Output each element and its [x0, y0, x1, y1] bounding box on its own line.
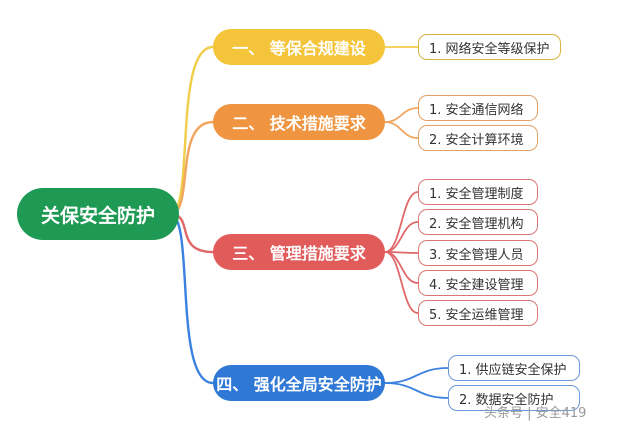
- branch-leaf-line-3-1: [384, 191, 419, 253]
- branch-leaf-line-3-5: [384, 251, 419, 314]
- leaf-node[interactable]: 2. 安全计算环境: [418, 125, 538, 151]
- root-branch-line-1: [168, 45, 215, 216]
- leaf-label: 1. 网络安全等级保护: [429, 41, 550, 57]
- leaf-node[interactable]: 2. 数据安全防护: [448, 385, 580, 411]
- leaf-node[interactable]: 1. 供应链安全保护: [448, 355, 580, 381]
- leaf-label: 1. 安全通信网络: [429, 102, 524, 118]
- branch-label: 三、 管理措施要求: [232, 244, 366, 263]
- leaf-label: 2. 安全管理机构: [429, 216, 524, 232]
- leaf-label: 5. 安全运维管理: [429, 307, 524, 323]
- branch-node-3[interactable]: 三、 管理措施要求: [213, 234, 385, 270]
- branch-leaf-line-2-1: [384, 107, 419, 123]
- watermark: 头条号 | 安全419: [484, 402, 586, 421]
- root-label: 关保安全防护: [40, 204, 155, 227]
- root-branch-line-4: [168, 212, 215, 385]
- branch-leaf-line-4-1: [384, 367, 449, 384]
- leaf-node[interactable]: 1. 网络安全等级保护: [418, 34, 561, 60]
- branch-label: 四、 强化全局安全防护: [216, 375, 382, 394]
- leaf-label: 1. 安全管理制度: [429, 186, 524, 202]
- branch-label: 二、 技术措施要求: [232, 114, 366, 133]
- branch-node-4[interactable]: 四、 强化全局安全防护: [213, 365, 385, 401]
- leaf-node[interactable]: 5. 安全运维管理: [418, 300, 538, 326]
- leaf-label: 2. 数据安全防护: [459, 392, 554, 408]
- leaf-label: 3. 安全管理人员: [429, 247, 524, 263]
- leaf-label: 1. 供应链安全保护: [459, 362, 567, 378]
- leaf-node[interactable]: 1. 安全管理制度: [418, 179, 538, 205]
- watermark-text: 头条号 | 安全419: [484, 406, 587, 421]
- root-branch-line-2: [168, 120, 215, 216]
- leaf-node[interactable]: 3. 安全管理人员: [418, 240, 538, 266]
- root-node[interactable]: 关保安全防护: [17, 188, 179, 240]
- leaf-label: 4. 安全建设管理: [429, 277, 524, 293]
- leaf-node[interactable]: 1. 安全通信网络: [418, 95, 538, 121]
- branch-leaf-line-2-2: [384, 121, 419, 139]
- branch-leaf-line-4-2: [384, 382, 449, 399]
- branch-node-1[interactable]: 一、 等保合规建设: [213, 29, 385, 65]
- leaf-label: 2. 安全计算环境: [429, 132, 524, 148]
- branch-leaf-line-3-4: [384, 251, 419, 284]
- branch-leaf-line-3-2: [384, 221, 419, 253]
- branch-node-2[interactable]: 二、 技术措施要求: [213, 104, 385, 140]
- branch-label: 一、 等保合规建设: [232, 39, 366, 58]
- leaf-node[interactable]: 2. 安全管理机构: [418, 209, 538, 235]
- leaf-node[interactable]: 4. 安全建设管理: [418, 270, 538, 296]
